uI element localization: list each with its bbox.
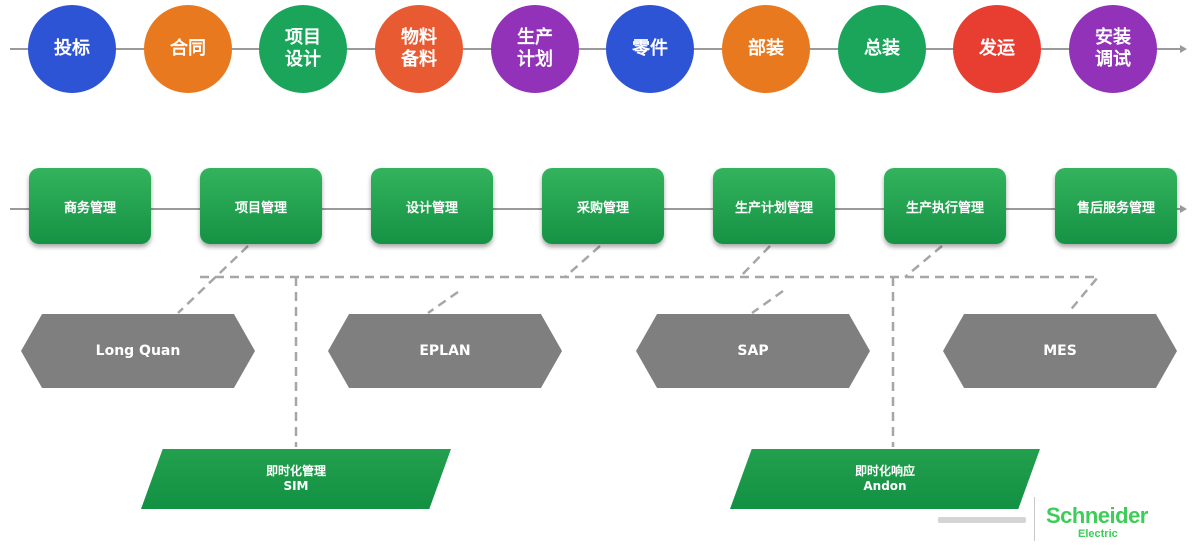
schneider-logo-text: Schneider [1046, 503, 1148, 528]
after-sales-management-box: 售后服务管理 [1055, 168, 1177, 244]
stage-contract-circle: 合同 [144, 5, 232, 93]
andon-parallelogram: 即时化响应 Andon [730, 449, 1040, 509]
dashed-link-procurement-bus [564, 245, 601, 278]
footer-faded-text [938, 517, 1026, 523]
stage-production-plan-circle: 生产 计划 [491, 5, 579, 93]
dashed-link-design-eplan [427, 290, 459, 315]
procurement-management-box: 采购管理 [542, 168, 664, 244]
production-execution-management-box: 生产执行管理 [884, 168, 1006, 244]
business-management-box: 商务管理 [29, 168, 151, 244]
system-eplan-hexagon: EPLAN [328, 314, 562, 388]
stage-material-prep-circle: 物料 备料 [375, 5, 463, 93]
system-mes-hexagon: MES [943, 314, 1177, 388]
management-axis-arrow [1180, 205, 1187, 213]
dashed-bus-line [200, 275, 1101, 314]
logo-divider [1034, 497, 1035, 541]
stage-parts-circle: 零件 [606, 5, 694, 93]
stage-install-commission-circle: 安装 调试 [1069, 5, 1157, 93]
electric-logo-subtext: Electric [1078, 528, 1118, 540]
system-longquan-hexagon: Long Quan [21, 314, 255, 388]
project-management-box: 项目管理 [200, 168, 322, 244]
dashed-link-sap [751, 289, 784, 315]
dashed-link-project-longquan [177, 245, 249, 314]
stage-subassembly-circle: 部装 [722, 5, 810, 93]
dashed-link-plan-bus [739, 245, 771, 278]
stage-final-assembly-circle: 总装 [838, 5, 926, 93]
production-planning-management-box: 生产计划管理 [713, 168, 835, 244]
sim-parallelogram: 即时化管理 SIM [141, 449, 451, 509]
dashed-link-execution-bus [904, 245, 943, 278]
stage-bid-circle: 投标 [28, 5, 116, 93]
stage-shipping-circle: 发运 [953, 5, 1041, 93]
design-management-box: 设计管理 [371, 168, 493, 244]
system-sap-hexagon: SAP [636, 314, 870, 388]
stage-project-design-circle: 项目 设计 [259, 5, 347, 93]
process-axis-arrow [1180, 45, 1187, 53]
process-axis-line [10, 48, 1180, 50]
